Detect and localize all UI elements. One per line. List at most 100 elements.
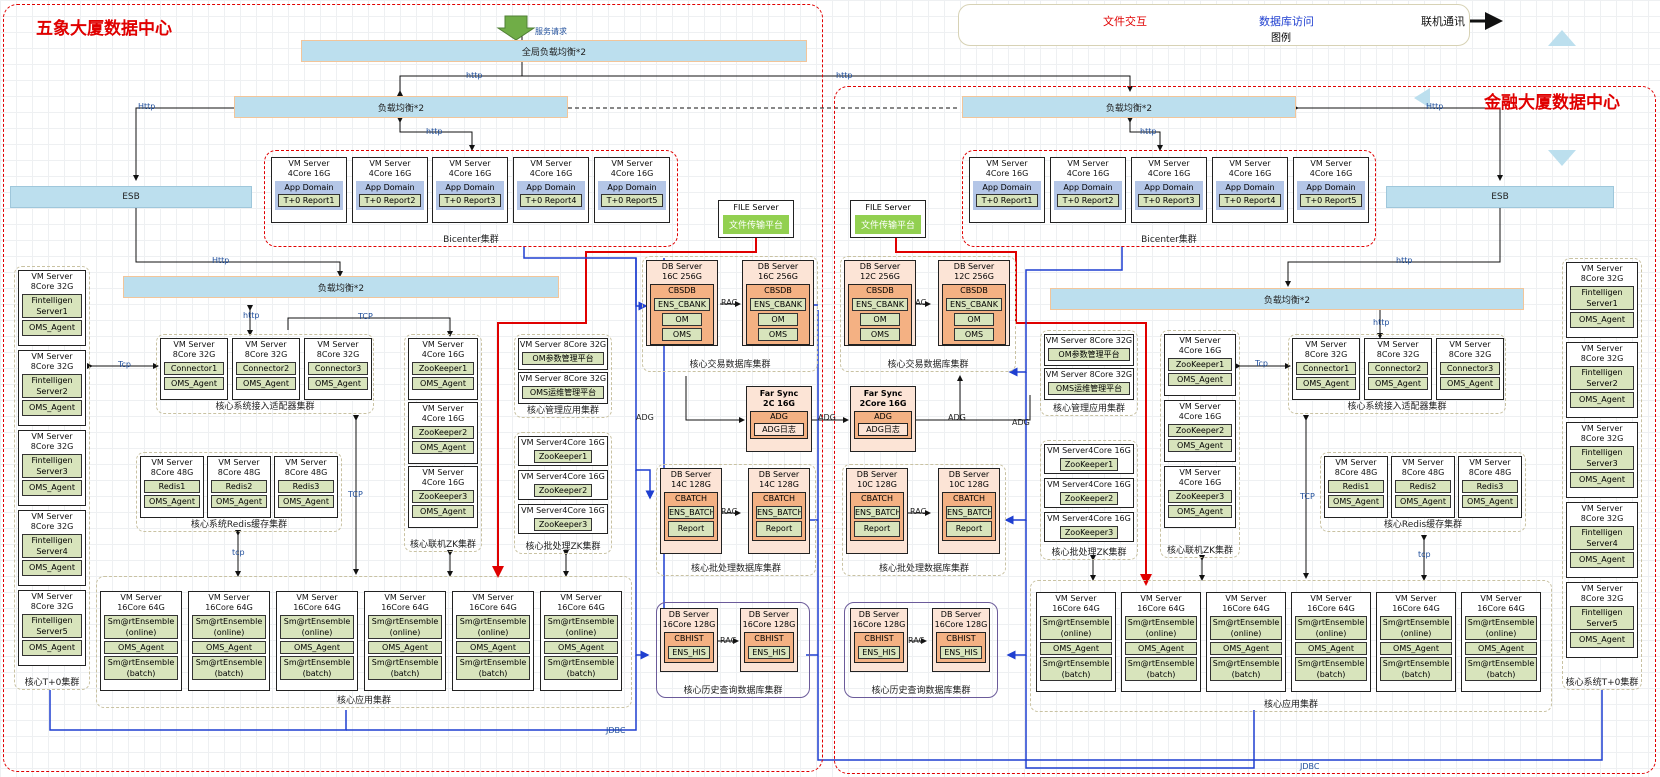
hist-db-cluster: 核心历史查询数据库集群 (656, 602, 810, 698)
batch-zk-cluster: 核心批处理ZK集群 (514, 432, 612, 554)
label-tcp: tcp (1418, 550, 1431, 559)
label-rac: RAC (720, 636, 737, 645)
right-datacenter-title: 金融大厦数据中心 (1484, 93, 1620, 113)
batch-db-cluster: 核心批处理数据库集群 (842, 464, 1006, 576)
legend-file-label: 文件交互 (1103, 15, 1147, 28)
report-app: T+0 Report2 (359, 194, 421, 207)
label-rac: RAC (908, 636, 925, 645)
redis-cluster: 核心Redis缓存集群 (1320, 452, 1526, 532)
cluster-label: 核心系统Redis缓存集群 (190, 520, 288, 530)
label-http: Http (1426, 102, 1444, 111)
adg-log: ADG日志 (754, 423, 804, 436)
trade-db-cluster: 核心交易数据库集群 (642, 256, 818, 372)
shape-triangle-up (1548, 30, 1576, 46)
label-tcp: TCP (358, 312, 373, 321)
load-balancer-top: 负载均衡*2 (962, 96, 1296, 118)
cluster-label: 核心联机ZK集群 (409, 540, 477, 550)
batch-db-cluster: 核心批处理数据库集群 (656, 464, 816, 576)
esb-bar: ESB (1386, 186, 1614, 208)
cluster-label: 核心系统接入适配器集群 (215, 402, 315, 412)
shape-triangle-down (1548, 150, 1576, 166)
cluster-label: Bicenter集群 (1141, 235, 1197, 245)
label-tcp: tcp (232, 548, 245, 557)
hist-db-cluster: 核心历史查询数据库集群 (844, 602, 998, 698)
cluster-label: 核心系统接入适配器集群 (1347, 402, 1447, 412)
label-tcp: TCP (1300, 492, 1315, 501)
global-load-balancer: 全局负载均衡*2 (301, 40, 807, 62)
file-transfer-platform: 文件传输平台 (855, 215, 921, 234)
report-app: T+0 Report3 (439, 194, 501, 207)
report-app: T+0 Report1 (278, 194, 340, 207)
cluster-label: 核心历史查询数据库集群 (871, 686, 971, 696)
label-tcp: Tcp (118, 360, 132, 369)
bicenter-cluster: Bicenter集群 (264, 150, 678, 247)
label-http: http (1396, 256, 1413, 265)
shape-triangle-left (1414, 88, 1430, 108)
report-app: T+0 Report5 (1300, 194, 1362, 207)
legend-caption: 图例 (1271, 33, 1291, 44)
cluster-label: 核心管理应用集群 (1052, 404, 1125, 414)
report-app: T+0 Report4 (520, 194, 582, 207)
label-jdbc: JDBC (606, 726, 626, 735)
cluster-label: 核心交易数据库集群 (887, 360, 969, 370)
load-balancer-mid: 负载均衡*2 (1050, 288, 1524, 310)
label-rac: RAC (910, 507, 927, 516)
file-server: FILE Server 文件传输平台 (850, 200, 926, 238)
cluster-label: 核心批处理数据库集群 (690, 564, 781, 574)
report-app: T+0 Report1 (976, 194, 1038, 207)
label-adg: ADG (1012, 418, 1030, 427)
bicenter-cluster: Bicenter集群 (962, 150, 1376, 247)
